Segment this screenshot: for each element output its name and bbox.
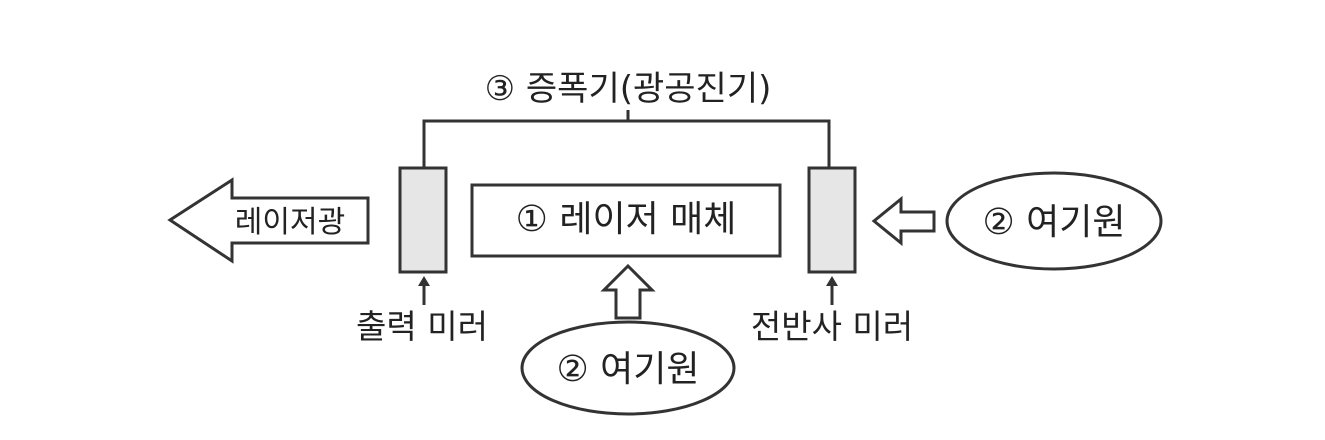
laser-medium-label: ① 레이저 매체 xyxy=(516,199,737,240)
laser-light-arrow xyxy=(167,177,370,264)
excitation-source-bottom-label: ② 여기원 xyxy=(556,349,699,390)
excitation-source-right xyxy=(945,171,1163,271)
laser-medium-box xyxy=(470,183,782,258)
resonator-bracket-line xyxy=(422,110,831,168)
laser-light-label: 레이저광 xyxy=(235,205,345,240)
total-reflection-mirror xyxy=(807,166,857,274)
excitation-source-right-label: ② 여기원 xyxy=(982,202,1125,243)
total-reflection-mirror-pointer-arrowhead xyxy=(826,276,838,286)
excitation-source-bottom xyxy=(520,320,736,416)
excitation-arrow-up xyxy=(600,263,656,320)
excitation-arrow-right xyxy=(871,195,936,247)
amplifier-label: ③ 증폭기(광공진기) xyxy=(485,69,772,109)
total-reflection-mirror-label: 전반사 미러 xyxy=(751,307,913,346)
output-mirror-label: 출력 미러 xyxy=(356,307,488,346)
output-mirror xyxy=(398,166,448,274)
output-mirror-pointer-arrowhead xyxy=(418,276,430,286)
